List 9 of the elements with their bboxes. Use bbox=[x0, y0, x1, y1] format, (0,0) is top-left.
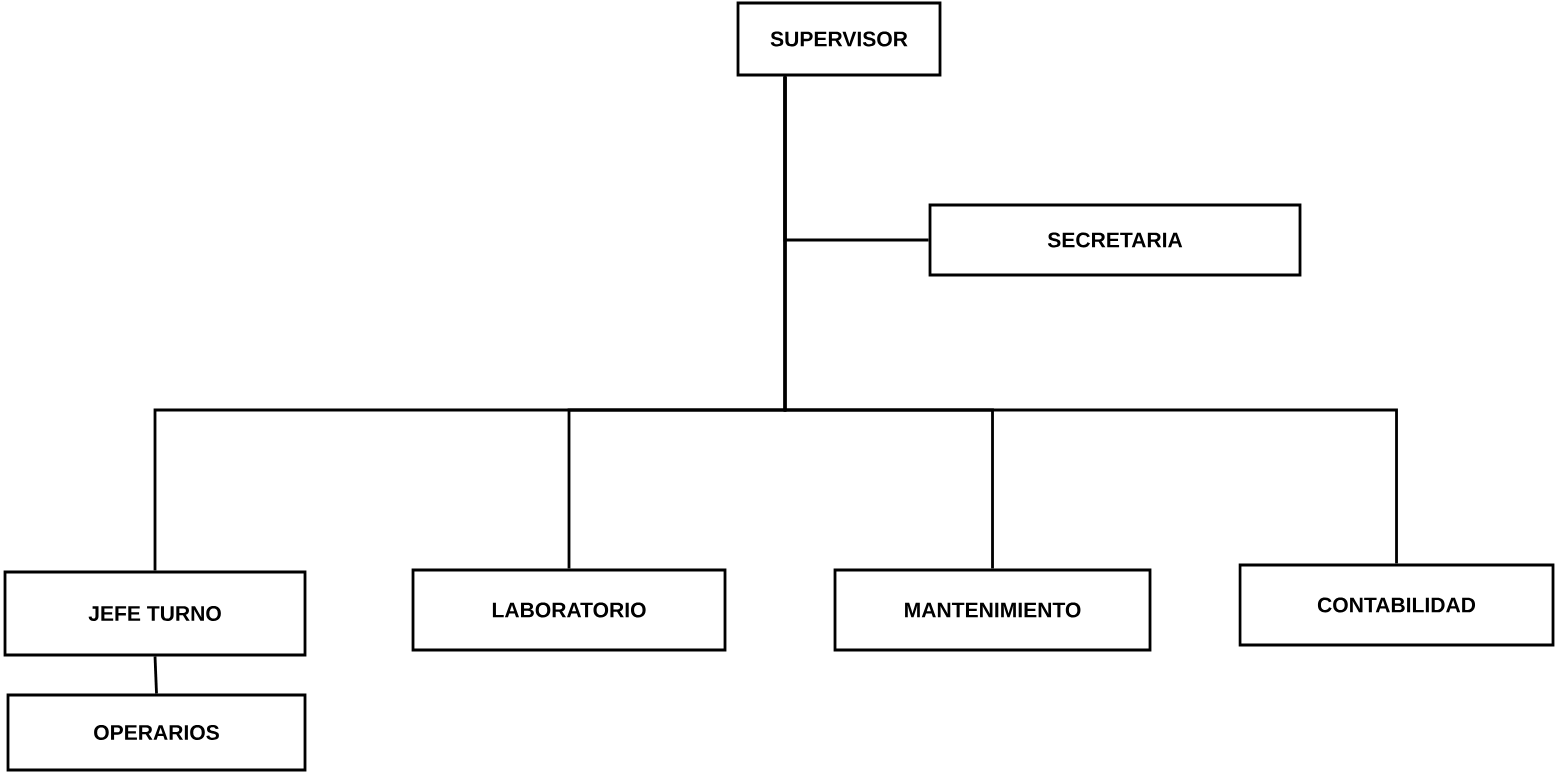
connector-line bbox=[153, 656, 158, 694]
connector-line bbox=[783, 76, 1398, 564]
org-box: CONTABILIDAD bbox=[1238, 563, 1555, 647]
org-box: SECRETARIA bbox=[928, 203, 1302, 277]
org-box: JEFE TURNO bbox=[3, 570, 307, 657]
org-box: MANTENIMIENTO bbox=[833, 568, 1152, 652]
org-box: OPERARIOS bbox=[6, 693, 307, 772]
org-box: SUPERVISOR bbox=[736, 1, 942, 77]
org-box: LABORATORIO bbox=[411, 568, 727, 652]
